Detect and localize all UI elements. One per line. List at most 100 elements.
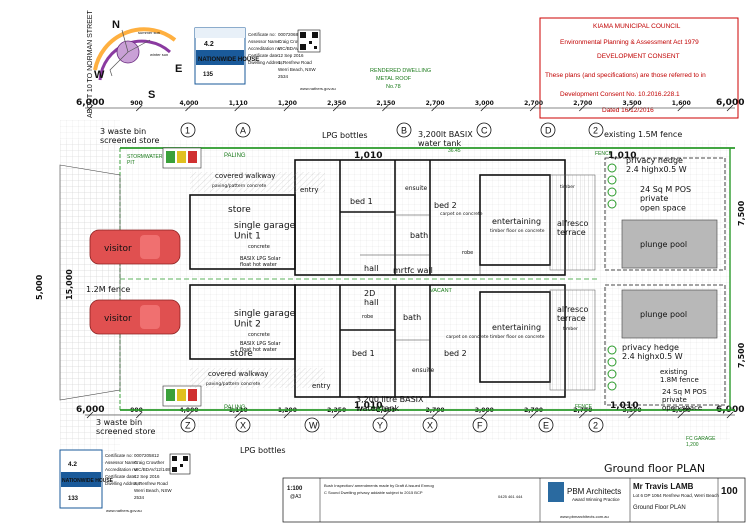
tb-scale: 1:100 — [287, 486, 303, 492]
dimension-tick — [726, 104, 734, 112]
dimension-tick — [628, 104, 635, 112]
lpg-top: LPG bottles — [322, 131, 368, 140]
grid-bubble — [422, 417, 438, 433]
cert1-website: www.nathers.gov.au — [300, 86, 336, 91]
compass-winter: winter sun — [150, 52, 168, 57]
robe-bottom: robe — [362, 314, 373, 320]
grid-bubble — [538, 417, 554, 433]
cert-field-value: Craig Crowther — [278, 39, 309, 44]
covered-walkway-top: covered walkway — [215, 172, 275, 180]
alfresco-deck-bottom — [549, 289, 596, 391]
council-line2: Development Consent No. 10.2016.228.1 — [560, 91, 680, 98]
cert-field-label: Certificate date: — [248, 53, 280, 58]
grid-bubble — [472, 417, 488, 433]
cert-field-label: Certificate date: — [105, 474, 137, 479]
cert-field-value: 2534 — [134, 495, 145, 500]
dimension-tick — [382, 411, 389, 419]
grid-bubble — [235, 122, 251, 138]
covered-walkway-bottom-area — [190, 368, 325, 388]
carpet-top: carpet on concrete — [440, 211, 483, 217]
dimension-tick — [185, 411, 192, 419]
boundary-offset-top: 1,010 — [354, 151, 382, 161]
dimension-tick — [234, 104, 241, 112]
compass-summer: summer sun — [138, 30, 160, 35]
compass-north: N — [112, 19, 120, 31]
dimension-tick — [431, 411, 438, 419]
grid-bubble — [180, 417, 196, 433]
grid-bubble-label: E — [543, 421, 549, 431]
bin-store-bottom — [162, 385, 202, 407]
dimension-tick — [283, 104, 291, 112]
covered-walkway-top-area — [190, 172, 325, 192]
plunge-pool-top — [621, 219, 718, 269]
visitor-label-top: visitor — [104, 244, 132, 254]
grid-bubble-label: F — [477, 421, 483, 431]
plan-title: Ground floor PLAN — [604, 462, 705, 475]
nathers-certificate-unit-1: 4.2 NATIONWIDE HOUSE 135 Certificate no:… — [194, 27, 336, 91]
dimension-value: 2,150 — [376, 100, 395, 107]
neighbour-line1: RENDERED DWELLING — [370, 68, 431, 74]
council-dated: Dated 16/12/2016 — [602, 107, 654, 114]
alfresco-deck-top — [549, 174, 596, 271]
dimension-tick — [579, 104, 586, 112]
dimension-tick — [628, 411, 635, 419]
dimension-tick — [234, 411, 241, 419]
dimension-tick — [480, 104, 488, 112]
cert1-stars: 135 — [203, 72, 214, 78]
dimension-value: 900 — [130, 100, 143, 107]
grid-bubble-label: B — [401, 126, 407, 136]
title-block: 1:100 @A3 Bush Inspection/ amendments ma… — [282, 477, 746, 523]
grid-bubble — [396, 122, 412, 138]
compass-west: W — [94, 69, 105, 81]
pos-area-bottom — [604, 284, 726, 406]
boundary-length-top: 36.45 — [448, 148, 461, 154]
dimension-tick — [529, 104, 537, 112]
cert-field-value: 0007206804 — [278, 32, 304, 37]
fence-top: FENCE — [595, 151, 613, 157]
visitor-car-top: visitor — [89, 229, 181, 265]
grid-bubble-label: A — [240, 126, 246, 136]
cert1-rating: 4.2 — [204, 41, 214, 48]
grid-bubble — [540, 122, 556, 138]
side-dimension-right-top: 7,500 — [737, 200, 746, 226]
dimension-tick — [726, 411, 734, 419]
dimension-tick — [86, 411, 94, 419]
boundary-offset-bottom: 1,010 — [354, 401, 382, 411]
cert-field-value: 1, Renfrew Road — [278, 60, 312, 65]
plunge-pool-bottom-label: plunge pool — [640, 310, 687, 319]
compass-rose: N E S W summer sun winter sun — [93, 19, 182, 101]
cert-field-value: 2534 — [278, 74, 289, 79]
council-consent-stamp: KIAMA MUNICIPAL COUNCIL Environmental Pl… — [539, 17, 739, 119]
neighbour-line2: METAL ROOF — [376, 76, 412, 82]
covered-walkway-bottom-sub: paving/pattern concrete — [206, 381, 261, 387]
compass-east: E — [175, 63, 182, 75]
dimension-value: 6,000 — [76, 405, 104, 415]
tb-sheet: 100 — [721, 486, 738, 497]
dimension-tick — [283, 411, 291, 419]
side-dimension-right-bottom: 7,500 — [737, 342, 746, 368]
entertaining-top: entertaining — [492, 217, 541, 226]
covered-walkway-bottom: covered walkway — [208, 370, 268, 378]
fence-bottom: FENCE — [575, 404, 593, 410]
grid-bubble — [588, 417, 604, 433]
grid-bubble — [588, 122, 604, 138]
side-dimension-left: 15,000 — [65, 269, 74, 300]
tb-revision-2: C Sound Dwelling privacy addable subject… — [324, 490, 423, 495]
grid-bubble-label: W — [309, 421, 318, 431]
dimension-tick — [135, 411, 143, 419]
bath-bottom: bath — [403, 313, 421, 322]
entry-bottom: entry — [312, 382, 331, 390]
